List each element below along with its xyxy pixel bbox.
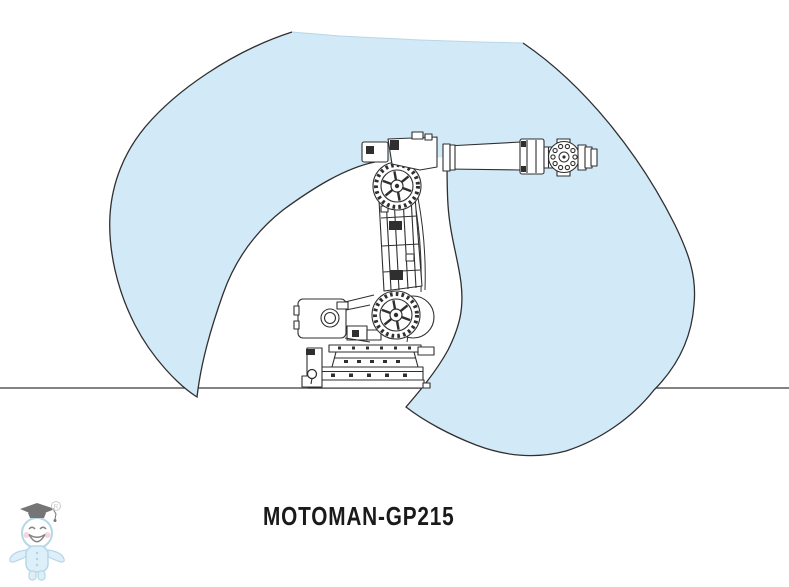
- robot-upper-arm: [361, 131, 522, 172]
- robot-shoulder-motor: [293, 294, 382, 343]
- robot-shoulder-joint: [371, 290, 435, 343]
- graduation-cap-icon: [20, 503, 55, 516]
- watermark-mascot: R: [9, 501, 65, 581]
- envelope-outline-right: [405, 42, 696, 457]
- work-envelope-shape: [109, 31, 696, 457]
- robot-elbow-joint: [372, 161, 422, 211]
- envelope-outline-left: [109, 31, 376, 399]
- registered-trademark-icon: R: [51, 501, 61, 511]
- envelope-top-edge: [291, 31, 524, 44]
- robot-base: [301, 344, 435, 389]
- robot-model-label: MOTOMAN-GP215: [263, 501, 455, 531]
- watermark: 工博士 智能工厂服务商 www.gongboshi.com: [0, 488, 220, 587]
- svg-text:R: R: [54, 504, 59, 511]
- robot-lower-arm: [378, 196, 426, 293]
- robot-illustration: [293, 131, 598, 389]
- robot-wrist: [519, 138, 598, 177]
